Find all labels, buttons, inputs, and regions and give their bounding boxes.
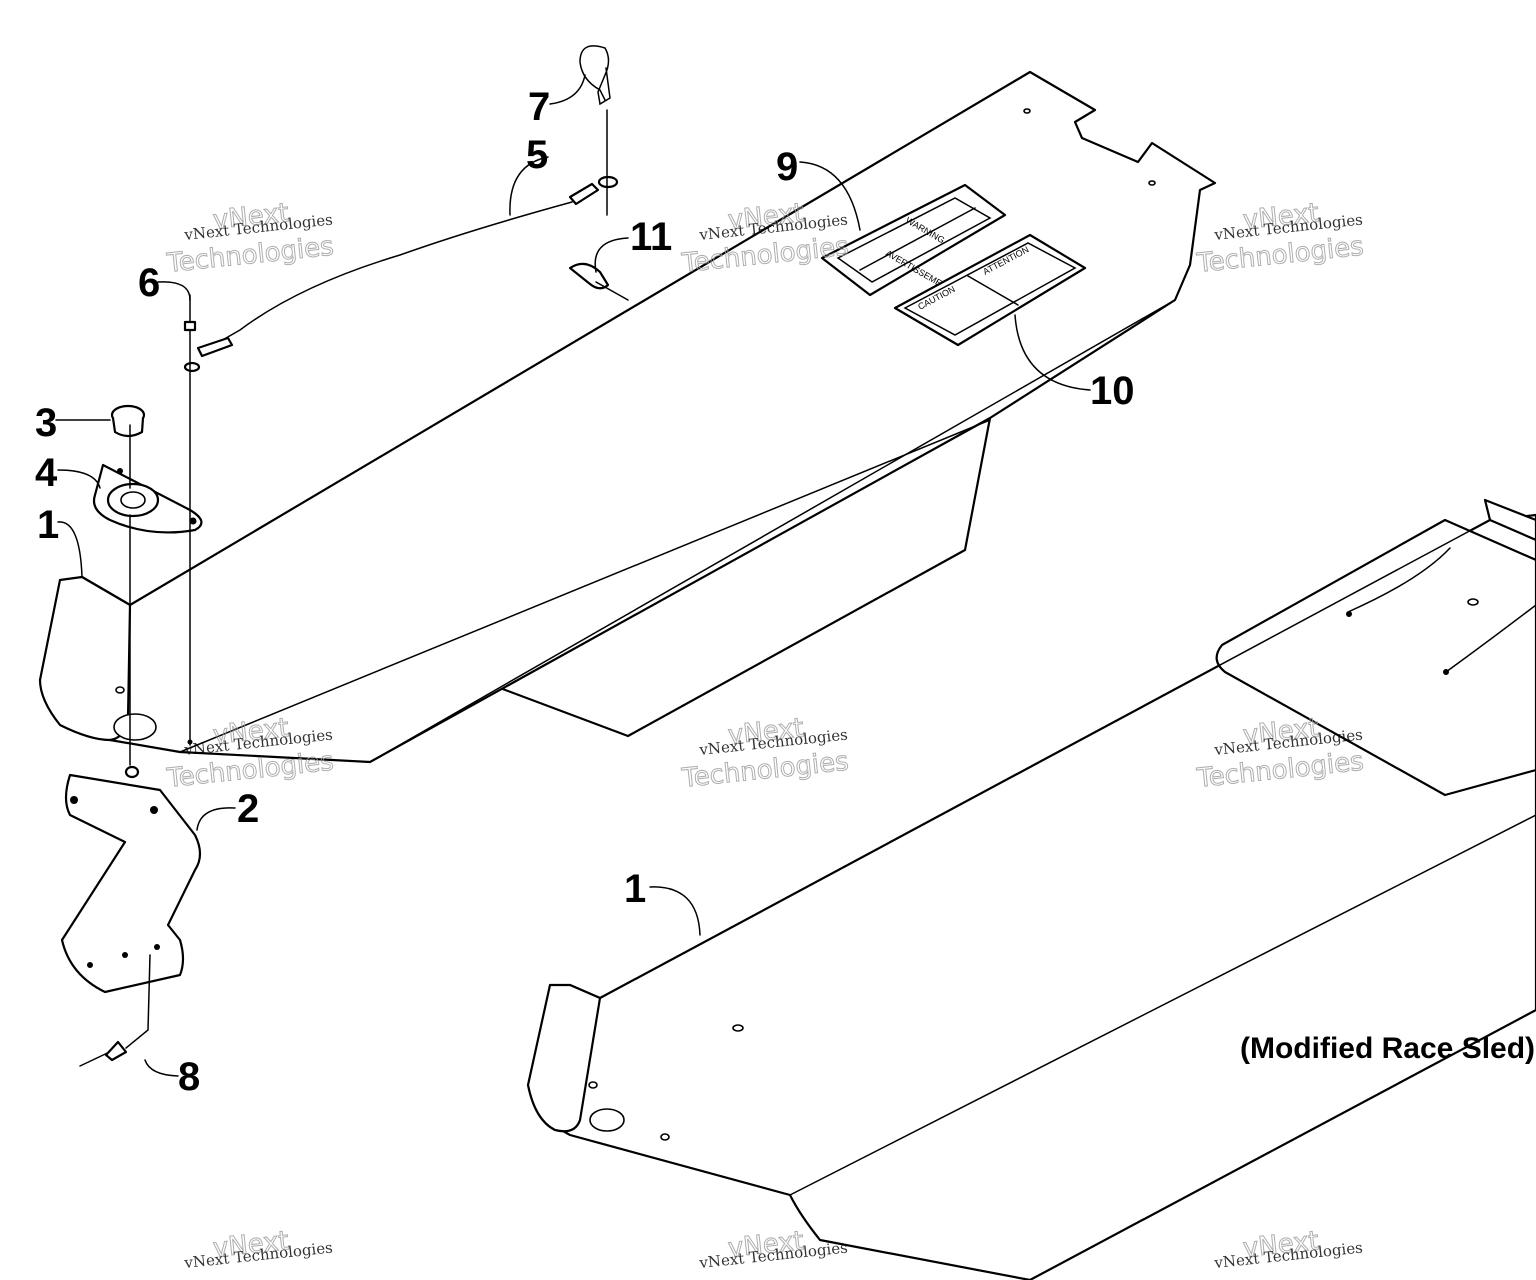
callout-4: 4 [35,451,58,495]
callout-6: 6 [138,261,160,305]
callout-10: 10 [1090,369,1135,413]
part-8-rivet [79,1040,128,1067]
callout-1-upper: 1 [37,503,59,547]
callout-5: 5 [526,133,548,177]
callout-7: 7 [528,85,550,129]
part-7-hitch-pin [579,45,611,106]
part-4-bracket [92,463,203,534]
part-11-pin [568,262,610,290]
caution-decal: CAUTION ATTENTION [893,233,1087,347]
tunnel-cover-lower [526,498,1536,1280]
callout-1-lower: 1 [624,867,646,911]
part-2-bracket [60,773,202,994]
tunnel-cover-upper [38,70,1217,764]
callout-11: 11 [630,215,672,259]
watermarks: vNext vNext Technologies Technologies vN… [164,198,1365,1272]
part-3-grommet [110,404,146,438]
assembly-lines [124,109,608,1049]
callout-9: 9 [776,145,798,189]
callout-2: 2 [237,787,259,831]
callout-labels: 7 5 9 11 6 3 4 1 10 2 8 1 [35,85,1135,1099]
callout-3: 3 [35,401,57,445]
callout-8: 8 [178,1055,200,1099]
part-5-lanyard [183,175,619,373]
diagram-caption: (Modified Race Sled) [1240,1032,1535,1065]
leader-lines [55,74,1091,1077]
